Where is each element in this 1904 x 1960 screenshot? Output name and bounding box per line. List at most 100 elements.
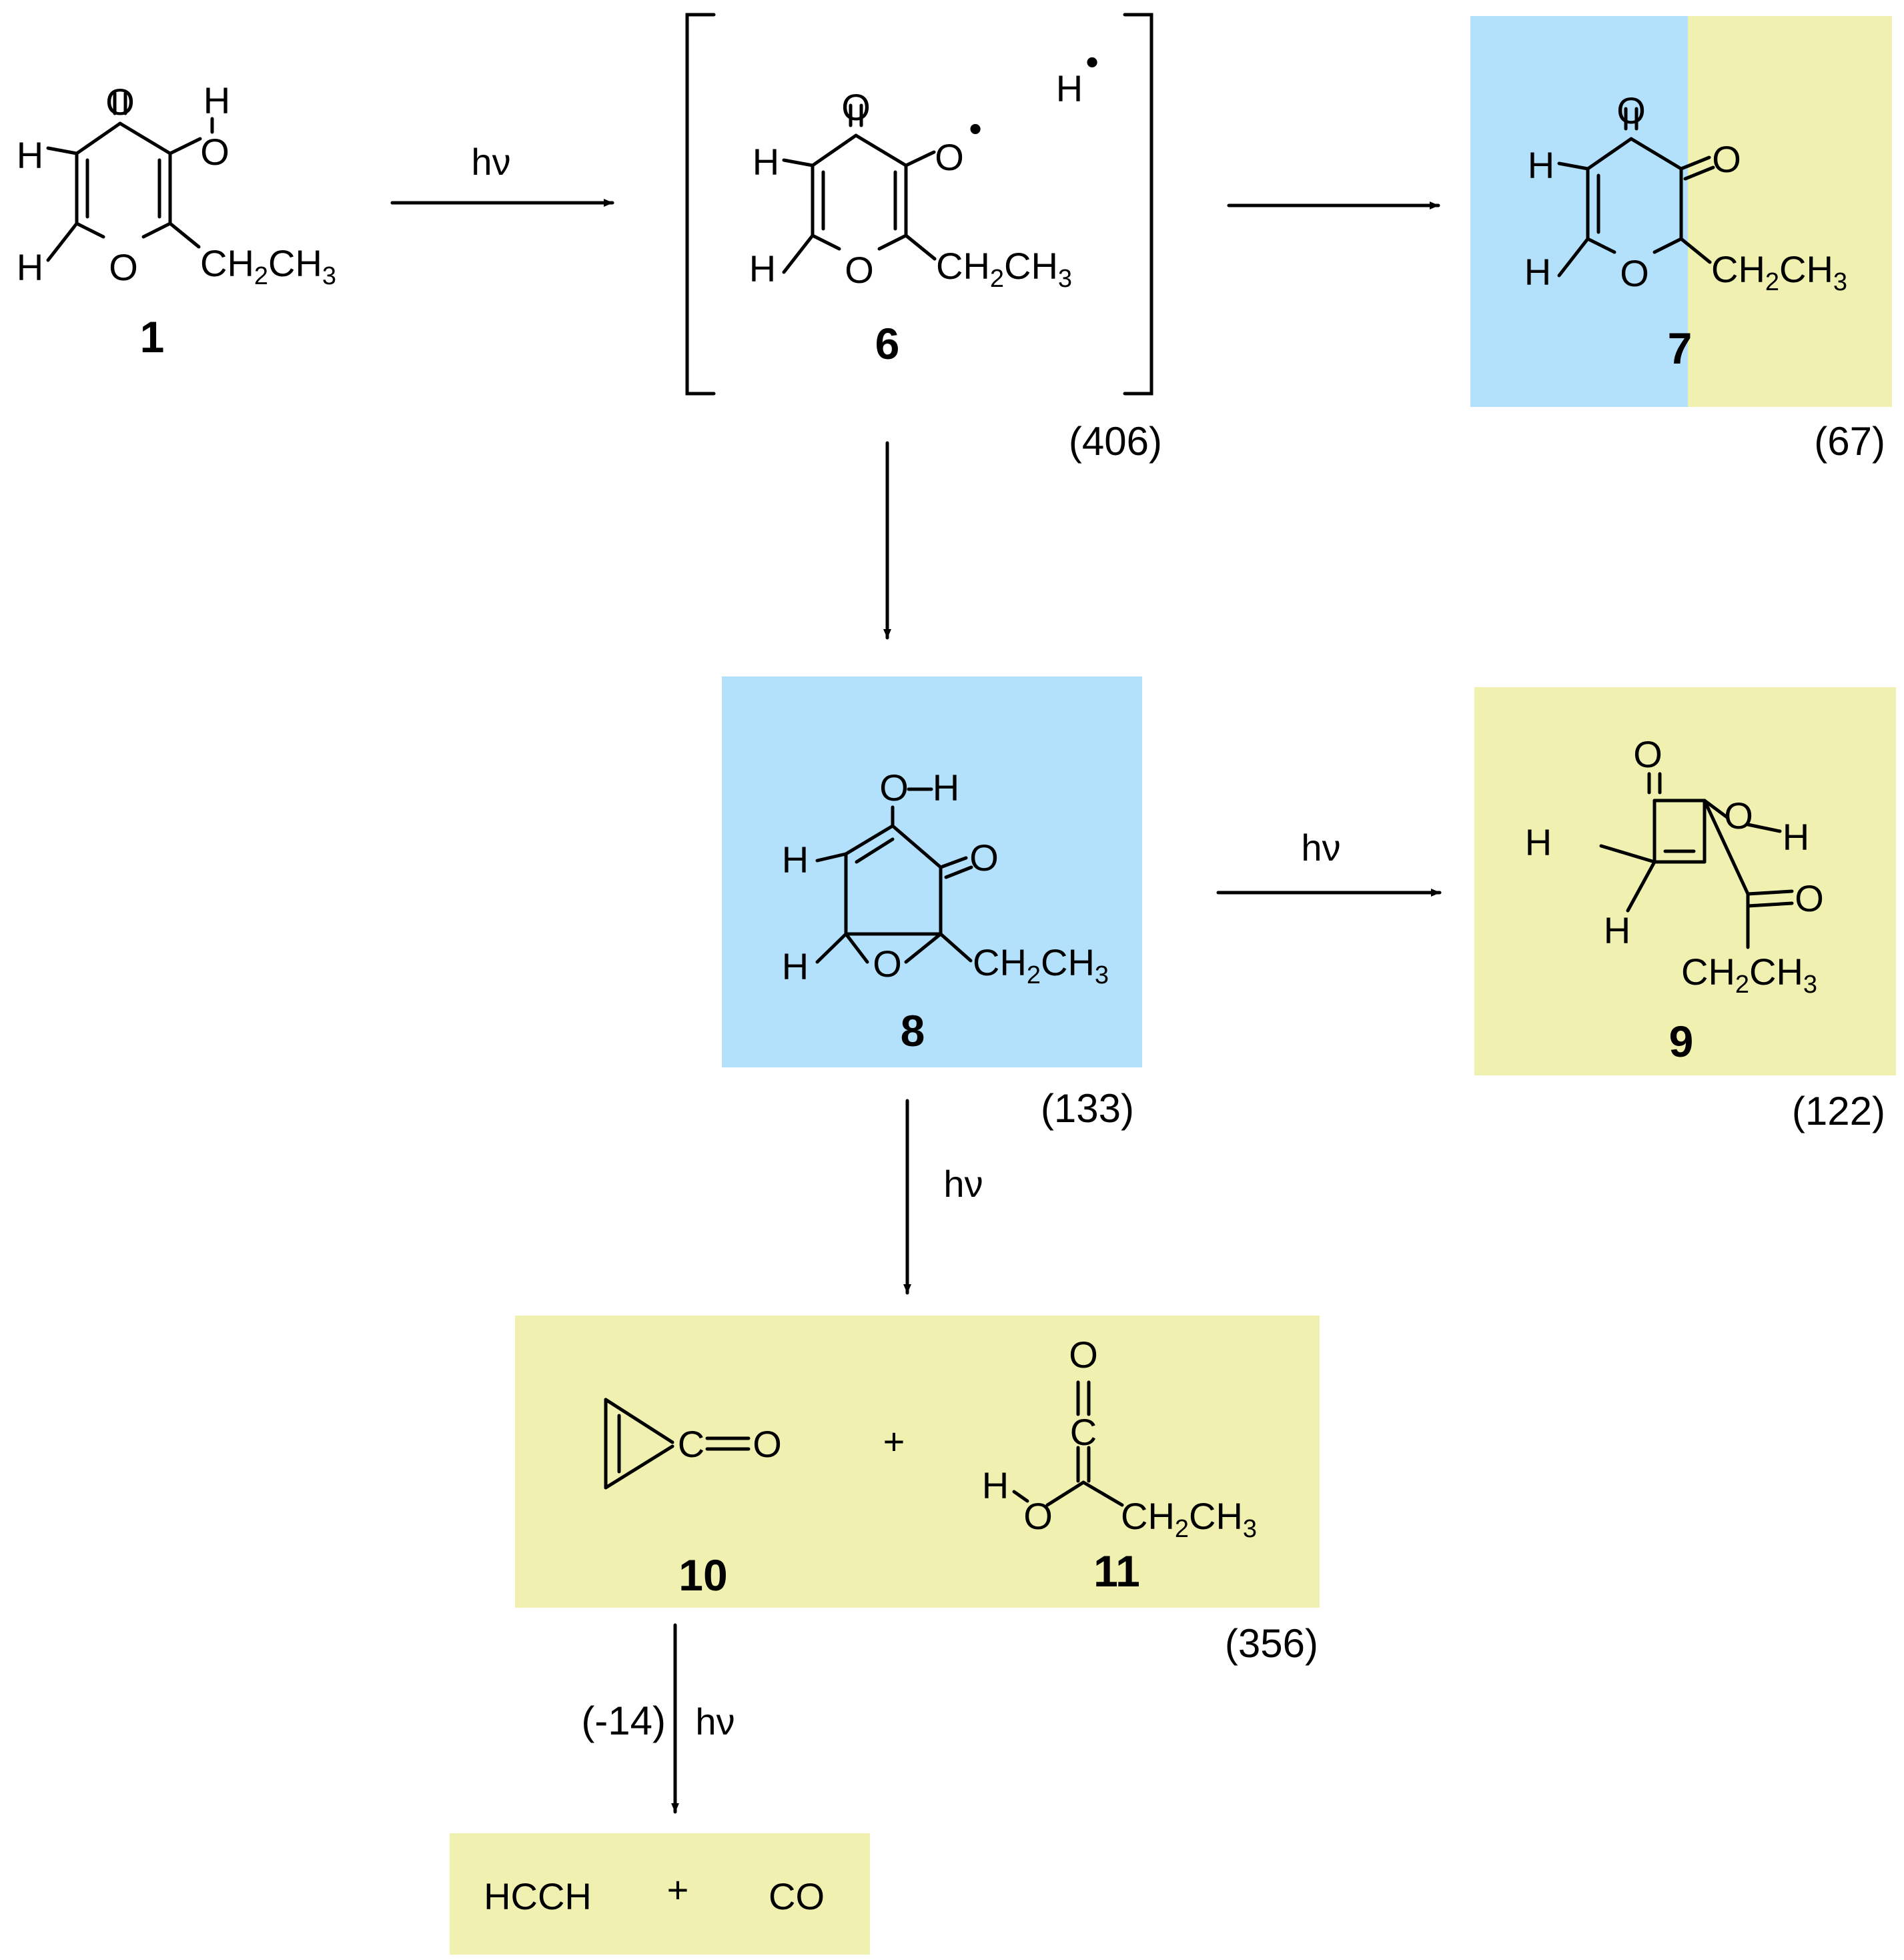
atom-O: O (845, 249, 874, 291)
atom-O: O (879, 767, 909, 809)
energy-label-final: (-14) (581, 1698, 666, 1743)
atom-H: H (1528, 144, 1554, 186)
ethyl-group: CH2CH3 (1711, 248, 1847, 296)
radical-dot: • (969, 107, 982, 149)
arrow-label-hv: hν (943, 1163, 983, 1205)
arrow-label-hv: hν (471, 141, 510, 183)
atom-O: O (935, 136, 964, 178)
atom-O: O (1620, 252, 1649, 294)
ethyl-group: CH2CH3 (936, 245, 1072, 293)
ethyl-sub-2: 2 (1765, 268, 1779, 296)
ethyl-sub-3: 3 (1803, 971, 1817, 999)
ethyl-group: CH2CH3 (1121, 1495, 1257, 1543)
atom-O: O (109, 246, 138, 288)
ethyl-sub-2: 2 (1735, 971, 1749, 999)
bracket-right (1123, 13, 1153, 396)
product-hcch: HCCH (484, 1875, 592, 1917)
compound-10-structure (604, 1398, 751, 1490)
compound-label-1: 1 (140, 312, 165, 362)
compound-7-structure (1557, 107, 1715, 278)
radical-dot: • (1085, 41, 1099, 83)
ethyl-group: CH2CH3 (973, 941, 1109, 989)
ethyl-ch3: CH (268, 242, 322, 284)
ethyl-ch2: CH (936, 245, 990, 287)
atom-O: O (105, 81, 135, 123)
atom-H: H (1524, 251, 1551, 293)
ethyl-ch2: CH (1121, 1495, 1175, 1537)
ethyl-ch2: CH (1711, 248, 1765, 290)
atom-O: O (1616, 89, 1646, 131)
ethyl-ch2: CH (973, 941, 1027, 983)
compound-label-9: 9 (1669, 1017, 1694, 1066)
atom-O: O (841, 86, 871, 128)
highlight-box-7-yellow (1688, 16, 1892, 407)
ethyl-sub-3: 3 (1058, 265, 1072, 293)
atom-H: H (749, 248, 776, 290)
ethyl-sub-3: 3 (322, 262, 336, 290)
atom-O: O (1795, 877, 1824, 919)
compound-label-8: 8 (901, 1006, 925, 1055)
atom-O: O (1633, 733, 1662, 775)
ethyl-ch3: CH (1004, 245, 1058, 287)
product-co: CO (769, 1875, 825, 1917)
energy-label-8: (133) (1041, 1086, 1134, 1131)
compound-11-structure (1012, 1380, 1124, 1507)
arrow-label-hv: hν (695, 1700, 735, 1743)
ethyl-sub-2: 2 (1027, 961, 1041, 989)
ethyl-sub-3: 3 (1243, 1515, 1257, 1543)
ethyl-ch2: CH (1681, 951, 1735, 993)
atom-H: H (203, 79, 230, 121)
atom-O: O (1023, 1495, 1053, 1537)
atom-H: H (753, 141, 779, 183)
atom-C: C (1070, 1411, 1097, 1453)
bracket-left (685, 13, 716, 396)
atom-H-radical: H (1056, 67, 1083, 109)
atom-O: O (969, 837, 999, 879)
atom-O: O (1069, 1334, 1098, 1376)
ethyl-ch2: CH (200, 242, 254, 284)
compound-label-7: 7 (1668, 324, 1693, 373)
atom-O: O (753, 1423, 782, 1465)
ethyl-sub-3: 3 (1095, 961, 1109, 989)
ethyl-group: CH2CH3 (1681, 951, 1817, 999)
ethyl-sub-2: 2 (990, 265, 1004, 293)
ethyl-ch3: CH (1041, 941, 1095, 983)
plus-sign: + (667, 1869, 689, 1911)
atom-C: C (678, 1423, 704, 1465)
atom-O: O (1712, 138, 1741, 180)
ethyl-sub-2: 2 (254, 262, 268, 290)
atom-H: H (1525, 821, 1552, 863)
highlight-box-7-blue (1470, 16, 1688, 407)
compound-1-structure (46, 91, 214, 262)
highlight-box-10-11 (515, 1316, 1320, 1608)
compound-9-structure (1599, 772, 1794, 949)
atom-H: H (1604, 909, 1630, 951)
arrow-label-hv: hν (1301, 827, 1340, 869)
ethyl-ch3: CH (1189, 1495, 1243, 1537)
atom-H: H (17, 134, 43, 176)
compound-label-6: 6 (875, 319, 900, 368)
compound-label-10: 10 (678, 1550, 727, 1600)
ethyl-ch3: CH (1749, 951, 1803, 993)
atom-O: O (1724, 795, 1753, 837)
ethyl-ch3: CH (1779, 248, 1833, 290)
energy-label-9: (122) (1792, 1089, 1885, 1133)
ethyl-sub-2: 2 (1175, 1515, 1189, 1543)
energy-label-7: (67) (1814, 419, 1885, 464)
compound-8-structure (815, 787, 973, 964)
atom-H: H (933, 767, 959, 809)
compound-label-11: 11 (1093, 1546, 1140, 1596)
atom-O: O (200, 131, 229, 173)
plus-sign: + (883, 1420, 905, 1462)
energy-label-10-11: (356) (1225, 1621, 1318, 1666)
atom-H: H (982, 1464, 1009, 1506)
energy-label-6: (406) (1069, 419, 1162, 464)
ethyl-sub-3: 3 (1833, 268, 1847, 296)
ethyl-group: CH2CH3 (200, 242, 336, 290)
compound-6-structure (782, 103, 937, 274)
atom-H: H (782, 945, 809, 987)
atom-H: H (1783, 816, 1809, 858)
highlight-box-final (450, 1833, 870, 1955)
atom-O: O (873, 943, 902, 985)
